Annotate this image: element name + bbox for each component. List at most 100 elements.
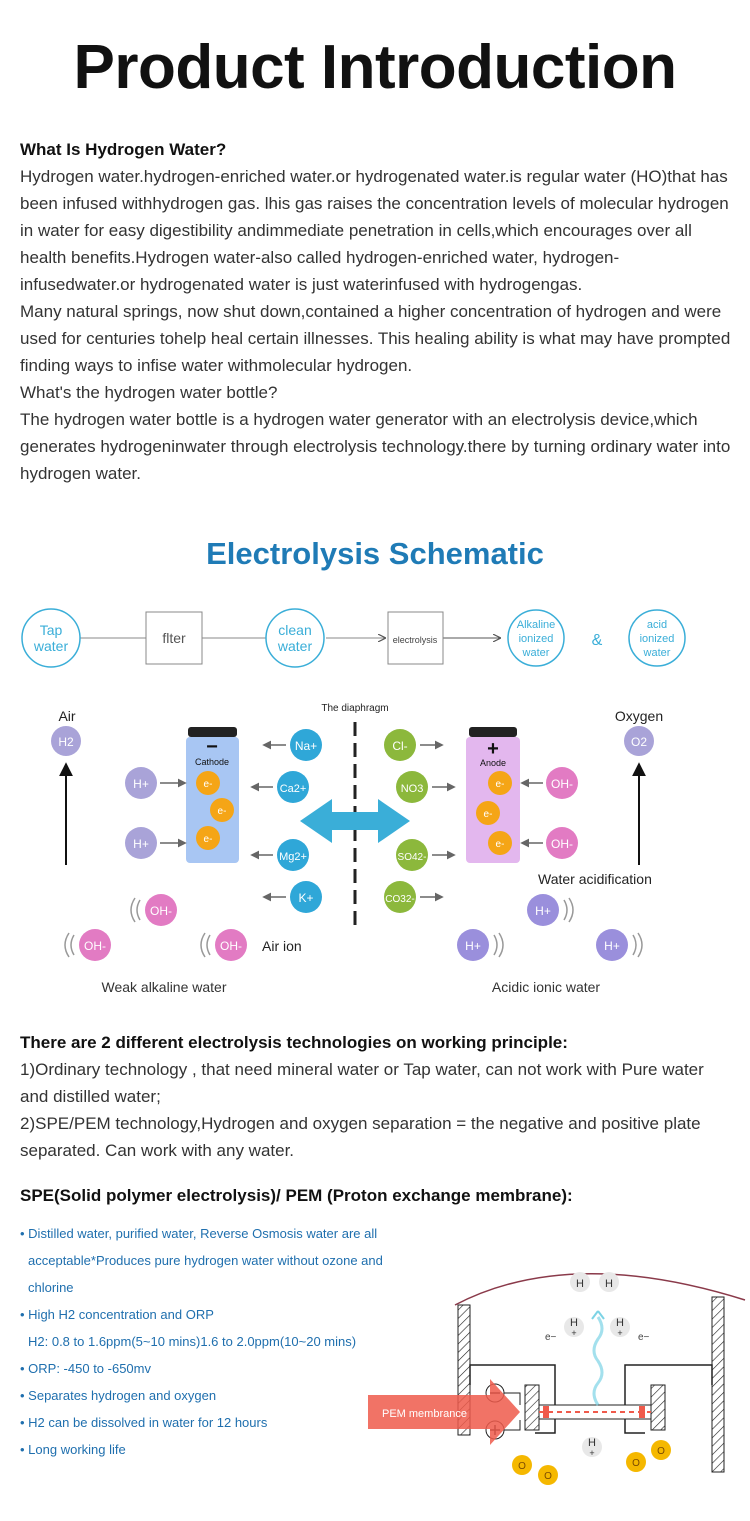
ohminus-right-2 — [546, 827, 578, 859]
filter-label: flter — [162, 630, 186, 646]
pem-diagram: PEM membrance H H H+ H+ H+ e− e− O O O O — [368, 1272, 746, 1485]
hplus-left-1 — [125, 767, 157, 799]
svg-text:H+: H+ — [133, 777, 149, 791]
svg-text:H+: H+ — [133, 837, 149, 851]
svg-text:Cl-: Cl- — [392, 739, 407, 753]
tap-water-line-1: Tap — [40, 622, 63, 638]
spe-item: acceptable*Produces pure hydrogen water … — [28, 1253, 383, 1268]
svg-text:OH-: OH- — [220, 939, 242, 953]
svg-text:SO42-: SO42- — [398, 852, 427, 863]
spe-item: • Separates hydrogen and oxygen — [20, 1388, 217, 1403]
mg-ion — [277, 839, 309, 871]
svg-text:e−: e− — [638, 1332, 650, 1343]
intro-heading: What Is Hydrogen Water? — [20, 140, 227, 159]
anode-cap — [469, 727, 517, 737]
schematic-title: Electrolysis Schematic — [206, 536, 544, 571]
intro-paragraph-3: What's the hydrogen water bottle? — [20, 383, 278, 402]
o2-text: O2 — [631, 735, 647, 749]
intro-paragraph-1: Hydrogen water.hydrogen-enriched water.o… — [20, 167, 729, 294]
svg-text:e-: e- — [496, 779, 505, 790]
alkaline-water-node: Alkaline ionized water — [507, 609, 565, 667]
spe-item: • ORP: -450 to -650mv — [20, 1361, 151, 1376]
svg-text:O: O — [632, 1458, 640, 1469]
page-title: Product Introduction — [73, 33, 677, 102]
oh-bottom-1 — [145, 894, 177, 926]
spe-item: chlorine — [28, 1280, 74, 1295]
svg-text:O: O — [657, 1446, 665, 1457]
svg-text:OH-: OH- — [84, 939, 106, 953]
svg-text:O: O — [518, 1461, 526, 1472]
svg-text:e-: e- — [204, 779, 213, 790]
svg-text:+: + — [571, 1328, 576, 1338]
tech-line-2: 2)SPE/PEM technology,Hydrogen and oxygen… — [20, 1114, 701, 1160]
spe-heading: SPE(Solid polymer electrolysis)/ PEM (Pr… — [20, 1186, 573, 1205]
spe-item: • H2 can be dissolved in water for 12 ho… — [20, 1415, 268, 1430]
electron-c3 — [196, 826, 220, 850]
svg-text:OH-: OH- — [551, 777, 573, 791]
cl-ion — [384, 729, 416, 761]
h2-bubble — [51, 726, 81, 756]
svg-text:H+: H+ — [535, 904, 551, 918]
electrolysis-node: electrolysis — [387, 611, 444, 665]
ion-migration-arrow — [300, 799, 410, 843]
tech-heading: There are 2 different electrolysis techn… — [20, 1033, 568, 1052]
svg-text:CO32-: CO32- — [385, 894, 414, 905]
water-acidification-label: Water acidification — [538, 871, 652, 887]
diaphragm-label: The diaphragm — [321, 703, 388, 714]
oxygen-label: Oxygen — [615, 708, 663, 724]
alkaline-line-1: Alkaline — [517, 619, 556, 631]
svg-text:e-: e- — [496, 839, 505, 850]
acid-water-node: acid ionized water — [628, 609, 686, 667]
clean-water-line-1: clean — [278, 622, 311, 638]
pem-membrane-arrow — [368, 1379, 520, 1445]
cathode-minus: − — [206, 736, 218, 758]
intro-paragraph-2: Many natural springs, now shut down,cont… — [20, 302, 731, 375]
anode-plus: + — [487, 738, 499, 760]
electrolysis-label: electrolysis — [393, 635, 438, 645]
tech-section: There are 2 different electrolysis techn… — [20, 1029, 732, 1164]
acidic-ionic-label: Acidic ionic water — [492, 979, 600, 995]
hplus-bottom-1 — [527, 894, 559, 926]
svg-text:OH-: OH- — [551, 837, 573, 851]
electron-a1 — [488, 771, 512, 795]
filter-node: flter — [145, 611, 203, 665]
hplus-bottom-3 — [596, 929, 628, 961]
svg-text:O: O — [544, 1471, 552, 1482]
svg-text:H+: H+ — [604, 939, 620, 953]
clean-water-node: clean water — [265, 608, 325, 668]
svg-text:H: H — [588, 1437, 596, 1449]
cathode-label: Cathode — [195, 757, 229, 767]
svg-text:Na+: Na+ — [295, 739, 317, 753]
svg-text:Ca2+: Ca2+ — [280, 783, 307, 795]
svg-text:+: + — [617, 1328, 622, 1338]
hplus-left-2 — [125, 827, 157, 859]
svg-text:H: H — [605, 1278, 613, 1290]
svg-text:H: H — [570, 1317, 578, 1329]
ohminus-right-1 — [546, 767, 578, 799]
oh-bottom-3 — [215, 929, 247, 961]
svg-text:e−: e− — [545, 1332, 557, 1343]
svg-text:+: + — [589, 1448, 594, 1458]
anode-plate — [466, 737, 520, 863]
alkaline-line-3: water — [522, 647, 550, 659]
intro-paragraph-4: The hydrogen water bottle is a hydrogen … — [20, 410, 731, 483]
electrolysis-cell-diagram: The diaphragm Air H2 Oxygen O2 − Cathode… — [51, 703, 663, 995]
electron-a3 — [488, 831, 512, 855]
co3-ion — [384, 881, 416, 913]
svg-text:K+: K+ — [298, 891, 313, 905]
tech-line-1: 1)Ordinary technology , that need minera… — [20, 1060, 704, 1106]
svg-text:H+: H+ — [465, 939, 481, 953]
process-flow-diagram: Tap water flter clean water electrolysis… — [21, 608, 686, 668]
spe-item: • High H2 concentration and ORP — [20, 1307, 214, 1322]
acid-line-2: ionized — [640, 633, 675, 645]
acid-line-1: acid — [647, 619, 667, 631]
svg-text:Mg2+: Mg2+ — [279, 851, 307, 863]
pem-membrane-label: PEM membrance — [382, 1408, 467, 1420]
air-label: Air — [58, 708, 75, 724]
svg-text:e-: e- — [204, 834, 213, 845]
h2-text: H2 — [58, 735, 74, 749]
acid-line-3: water — [643, 647, 671, 659]
alkaline-line-2: ionized — [519, 633, 554, 645]
oh-bottom-2 — [79, 929, 111, 961]
weak-alkaline-label: Weak alkaline water — [101, 979, 226, 995]
